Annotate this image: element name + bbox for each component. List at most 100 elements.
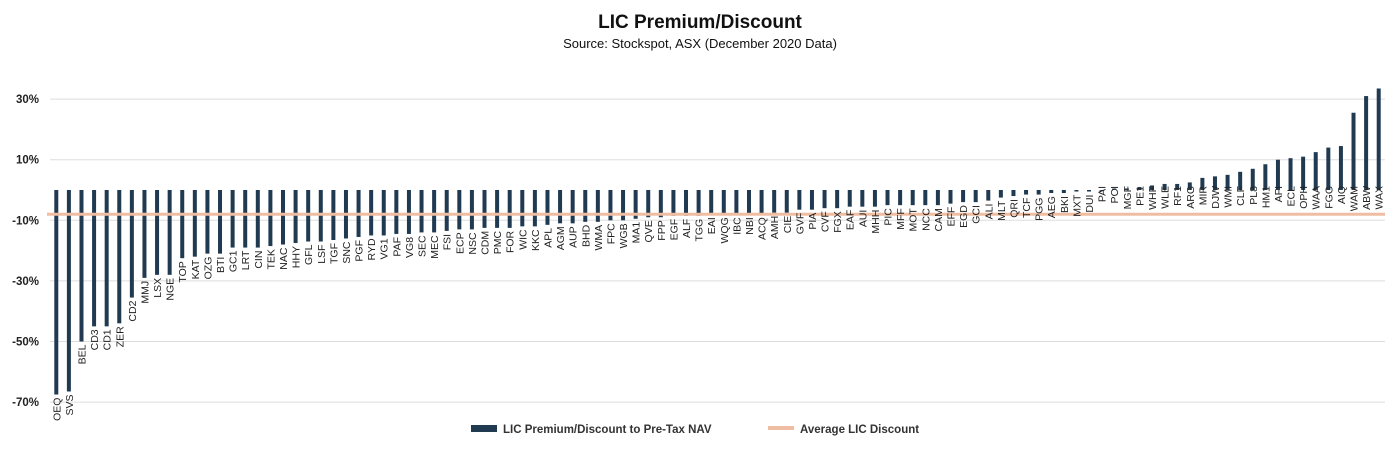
category-label: SNC	[341, 241, 353, 264]
bar-oph	[1301, 156, 1306, 190]
category-label: GC1	[228, 250, 240, 272]
y-tick-label: -50%	[12, 337, 39, 349]
bar-top	[180, 190, 185, 259]
bar-wgb	[621, 190, 626, 221]
category-label: TCF	[1021, 198, 1033, 218]
bar-pci	[1112, 188, 1117, 190]
category-label: BHD	[580, 224, 592, 247]
category-label: PCI	[1109, 186, 1121, 204]
category-label: PAF	[391, 237, 403, 257]
category-label: EGD	[958, 205, 970, 228]
bar-mec	[432, 190, 437, 233]
category-label: PE1	[1134, 186, 1146, 206]
bar-wic	[520, 190, 525, 227]
y-tick-label: -10%	[12, 215, 39, 227]
bar-alf	[684, 190, 689, 216]
bar-gc1	[230, 190, 235, 248]
bar-cam	[935, 190, 940, 206]
category-label: FOR	[505, 230, 517, 253]
category-label: PIA	[807, 213, 819, 230]
category-label: BTI	[215, 257, 227, 273]
legend: LIC Premium/Discount to Pre-Tax NAV Aver…	[471, 424, 919, 436]
category-label: LRT	[240, 250, 252, 270]
category-label: TGF	[328, 243, 340, 264]
bar-svs	[66, 190, 71, 392]
bar-vg8	[406, 190, 411, 234]
category-label: NAC	[278, 247, 290, 270]
category-label: SEC	[417, 235, 429, 257]
bar-ali	[986, 190, 991, 201]
category-label: GVF	[794, 213, 806, 235]
bar-kat	[192, 190, 197, 257]
bar-nge	[167, 190, 172, 275]
bar-fgg	[1326, 147, 1331, 190]
bar-nac	[280, 190, 285, 245]
category-label: ECL	[1286, 186, 1298, 207]
category-label: NBI	[744, 217, 756, 235]
bar-gvf	[797, 190, 802, 210]
category-label: FSI	[442, 234, 454, 250]
y-tick-label: 10%	[16, 155, 39, 167]
category-label: MGF	[1122, 186, 1134, 209]
bar-mff	[898, 190, 903, 206]
bar-nsc	[469, 190, 474, 230]
bar-pe1	[1137, 186, 1142, 190]
bar-pmc	[495, 190, 500, 228]
chart-subtitle: Source: Stockspot, ASX (December 2020 Da…	[563, 36, 837, 51]
bar-zer	[117, 190, 122, 324]
bar-wle	[1162, 183, 1167, 190]
category-label: APL	[542, 228, 554, 248]
bars	[54, 88, 1381, 395]
y-axis: 30%10%-10%-30%-50%-70%	[12, 94, 39, 409]
bar-ecl	[1288, 158, 1293, 190]
category-label: KKC	[530, 229, 542, 251]
bar-pl8	[1250, 168, 1255, 190]
category-label: CIN	[253, 251, 265, 269]
category-label: AFI	[1273, 186, 1285, 202]
bar-pic	[885, 190, 890, 206]
category-label: QRI	[1008, 199, 1020, 218]
bar-arg	[1187, 182, 1192, 190]
bar-apl	[545, 190, 550, 225]
category-label: AIQ	[1336, 186, 1348, 204]
category-label: ALF	[681, 219, 693, 238]
category-label: OPH	[1298, 186, 1310, 209]
category-label: WHF	[1147, 186, 1159, 210]
category-label: ACQ	[757, 217, 769, 240]
category-label: MLT	[996, 200, 1008, 221]
bar-cd2	[129, 190, 134, 298]
category-label: VG8	[404, 237, 416, 258]
bar-cd1	[104, 190, 109, 327]
bar-amh	[772, 190, 777, 213]
bar-tgg	[696, 190, 701, 216]
category-label: PAI	[1097, 186, 1109, 202]
bar-wam	[1351, 112, 1356, 190]
bar-vg1	[381, 190, 386, 236]
bar-mgf	[1124, 188, 1129, 190]
bar-wmi	[1225, 174, 1230, 190]
category-label: ZER	[114, 326, 126, 347]
category-label: DUI	[1084, 195, 1096, 213]
bar-hhy	[293, 190, 298, 244]
category-label: MA1	[631, 222, 643, 244]
category-label: EAF	[845, 210, 857, 230]
category-label: ALI	[983, 204, 995, 220]
category-label: WQG	[719, 217, 731, 243]
bar-qve	[646, 190, 651, 218]
category-label: HHY	[291, 246, 303, 268]
bar-gfl	[306, 190, 311, 242]
category-label: MMJ	[139, 281, 151, 304]
category-label: TGG	[694, 219, 706, 242]
bar-oeq	[54, 190, 59, 395]
category-label: RYD	[366, 238, 378, 260]
bar-ibc	[734, 190, 739, 215]
bar-paf	[394, 190, 399, 234]
category-label: MXT	[1071, 194, 1083, 217]
y-tick-label: 30%	[16, 94, 39, 106]
category-label: ARG	[1185, 186, 1197, 209]
bar-fpc	[608, 190, 613, 221]
category-label: SVS	[64, 394, 76, 415]
bar-afi	[1275, 159, 1280, 190]
category-label: IBC	[731, 217, 743, 235]
category-label: PIC	[883, 208, 895, 226]
